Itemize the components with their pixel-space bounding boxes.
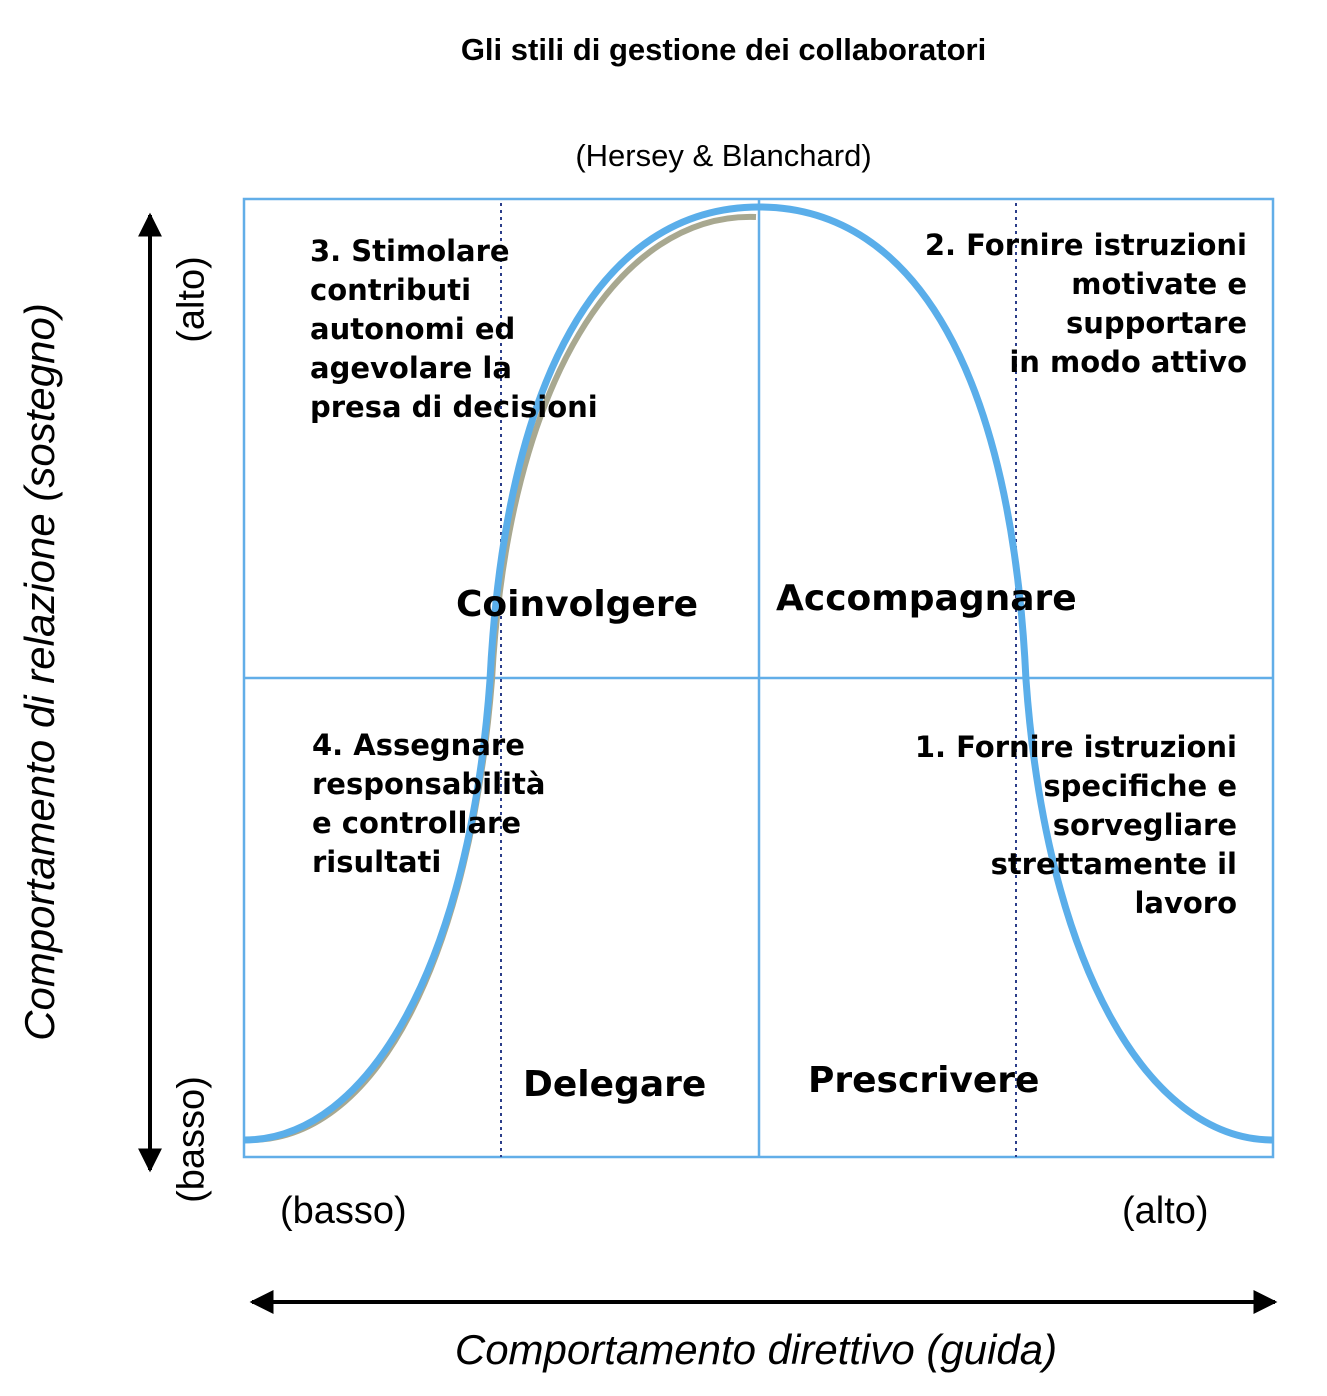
style-label-coinvolgere: Coinvolgere <box>456 584 699 625</box>
style-label-accompagnare: Accompagnare <box>776 578 1077 619</box>
quadrant-1-text: 1. Fornire istruzioni specifiche e sorve… <box>914 730 1237 920</box>
diagram-subtitle: (Hersey & Blanchard) <box>575 138 872 173</box>
y-axis-title: Comportamento di relazione (sostegno) <box>16 303 63 1041</box>
x-axis-high-label: (alto) <box>1122 1190 1209 1232</box>
bell-curve <box>243 203 1274 1144</box>
y-axis-low-label: (basso) <box>170 1076 213 1203</box>
quadrant-3-text: 3. Stimolare contributi autonomi ed agev… <box>310 234 598 424</box>
y-axis-high-label: (alto) <box>170 256 213 343</box>
diagram-title: Gli stili di gestione dei collaboratori <box>460 32 987 67</box>
style-label-prescrivere: Prescrivere <box>808 1060 1040 1101</box>
x-axis-low-label: (basso) <box>280 1190 407 1232</box>
quadrant-4-text: 4. Assegnare responsabilità e controllar… <box>312 728 546 879</box>
x-axis-title: Comportamento direttivo (guida) <box>454 1326 1058 1373</box>
style-label-delegare: Delegare <box>523 1064 707 1105</box>
quadrant-2-text: 2. Fornire istruzioni motivate e support… <box>924 228 1247 379</box>
